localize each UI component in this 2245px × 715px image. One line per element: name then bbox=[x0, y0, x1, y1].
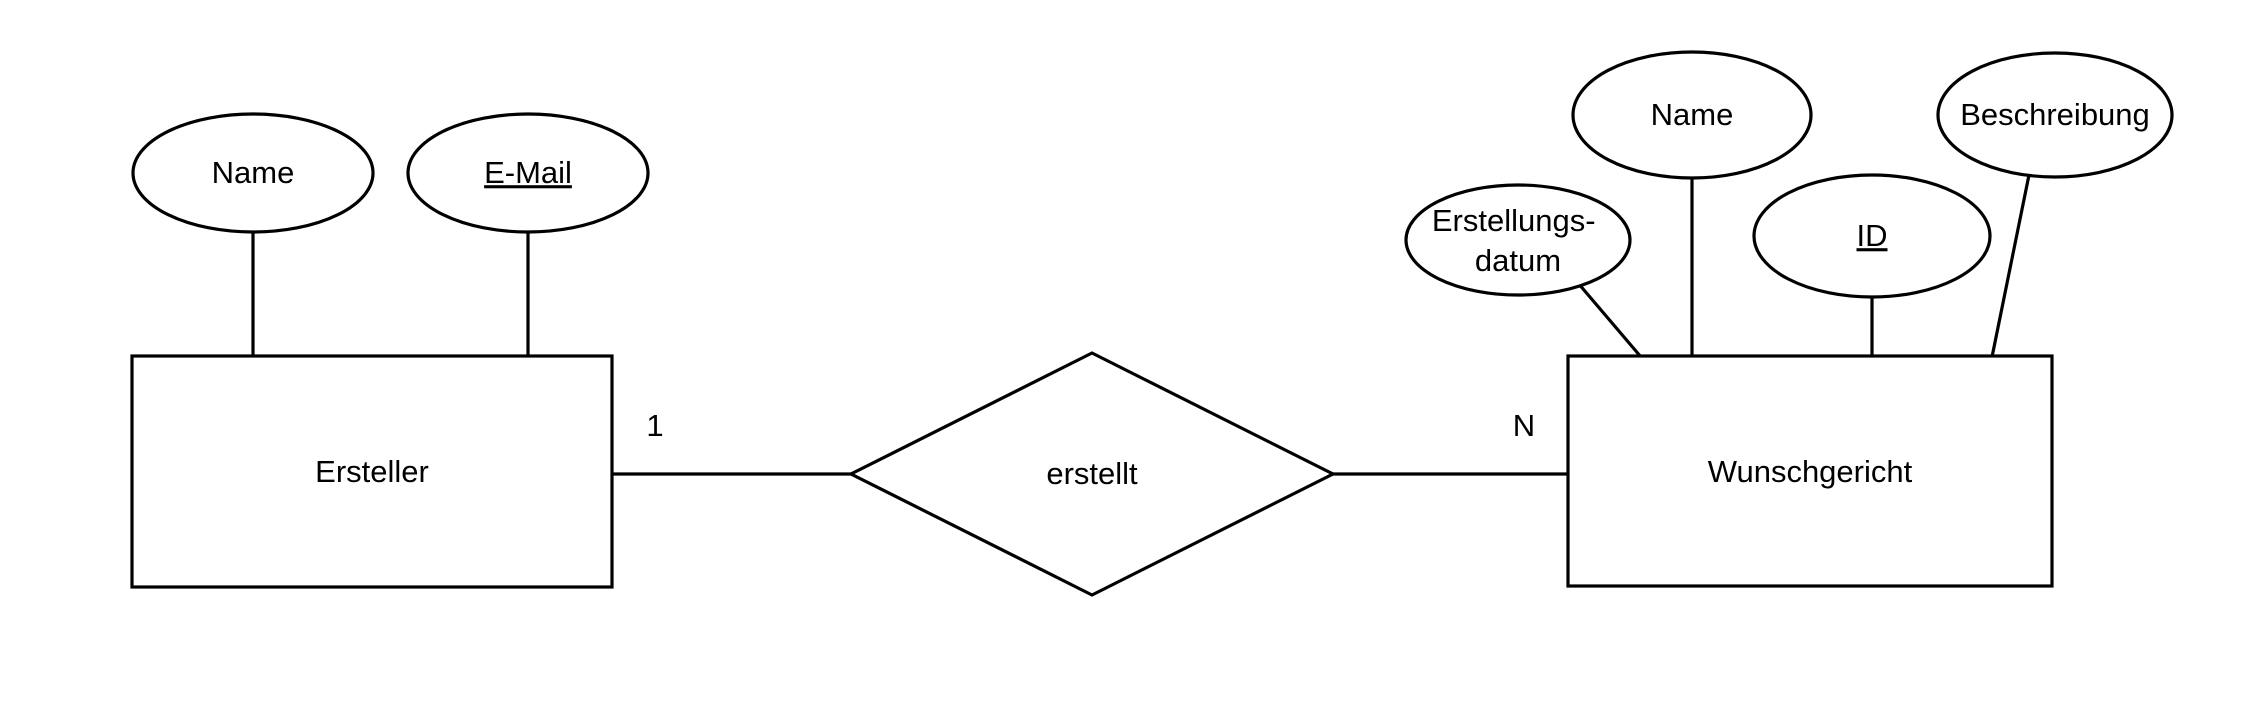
attribute-wunschgericht-beschreibung-ellipse[interactable] bbox=[1936, 51, 2174, 179]
ersteller-attribute-connectors bbox=[251, 232, 530, 357]
wunschgericht-attribute-connectors bbox=[1576, 174, 2031, 359]
relationship-erstellt-diamond[interactable] bbox=[847, 351, 1337, 597]
attribute-erstellungsdatum-line-1: Erstellungs- bbox=[1432, 203, 1596, 238]
entity-wunschgericht-box[interactable] bbox=[1566, 354, 2054, 588]
attribute-wunschgericht-erstellungsdatum-label: Erstellungs- datum bbox=[1432, 203, 1604, 278]
attribute-erstellungsdatum-line-2: datum bbox=[1475, 243, 1561, 278]
attribute-wunschgericht-beschreibung[interactable]: Beschreibung bbox=[1936, 51, 2174, 179]
attribute-wunschgericht-erstellungsdatum[interactable]: Erstellungs- datum bbox=[1404, 183, 1632, 297]
attribute-ersteller-name-label: Name bbox=[212, 155, 295, 190]
entity-ersteller-box[interactable] bbox=[130, 354, 614, 589]
attribute-ersteller-email-label: E-Mail bbox=[484, 155, 572, 190]
connector-wunschgericht-beschreibung bbox=[1990, 174, 2031, 358]
attribute-wunschgericht-id-ellipse[interactable] bbox=[1752, 173, 1992, 299]
attribute-wunschgericht-name[interactable]: Name bbox=[1571, 50, 1813, 180]
entity-ersteller[interactable]: Ersteller bbox=[130, 354, 614, 589]
cardinality-label-right: N bbox=[1513, 408, 1535, 443]
attribute-wunschgericht-name-label: Name bbox=[1651, 97, 1734, 132]
attribute-ersteller-name[interactable]: Name bbox=[131, 112, 375, 234]
attribute-wunschgericht-id[interactable]: ID bbox=[1752, 173, 1992, 299]
attribute-wunschgericht-erstellungsdatum-ellipse[interactable] bbox=[1404, 183, 1632, 297]
attribute-wunschgericht-name-ellipse[interactable] bbox=[1571, 50, 1813, 180]
entity-wunschgericht[interactable]: Wunschgericht bbox=[1566, 354, 2054, 588]
attribute-ersteller-email[interactable]: E-Mail bbox=[406, 112, 650, 234]
attribute-ersteller-email-ellipse[interactable] bbox=[406, 112, 650, 234]
entity-wunschgericht-label: Wunschgericht bbox=[1708, 454, 1913, 489]
attribute-ersteller-name-ellipse[interactable] bbox=[131, 112, 375, 234]
relationship-erstellt[interactable]: erstellt bbox=[847, 351, 1337, 597]
relationship-erstellt-label: erstellt bbox=[1046, 456, 1138, 491]
attribute-wunschgericht-id-label: ID bbox=[1857, 218, 1888, 253]
connector-wunschgericht-erstellungsdatum bbox=[1576, 281, 1643, 359]
cardinality-label-left: 1 bbox=[646, 408, 663, 443]
attribute-wunschgericht-beschreibung-label: Beschreibung bbox=[1960, 97, 2150, 132]
entity-ersteller-label: Ersteller bbox=[315, 454, 429, 489]
